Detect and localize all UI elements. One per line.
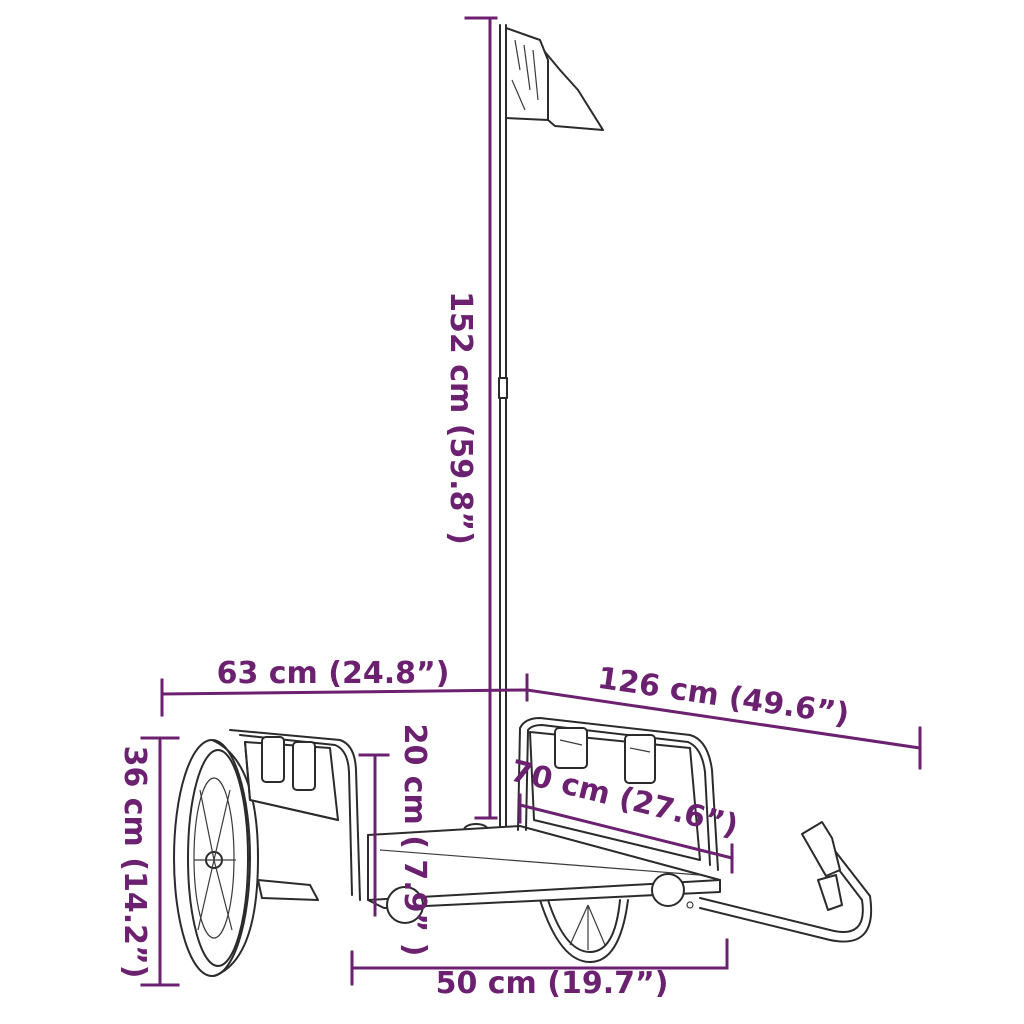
width-label: 63 cm (24.8”)	[217, 656, 450, 691]
height-label: 36 cm (14.2”)	[117, 746, 152, 979]
inner-width-dimension-line	[350, 938, 729, 986]
dimension-lines	[140, 16, 922, 987]
front-casters	[386, 873, 685, 924]
right-side-panel	[517, 717, 719, 871]
tow-bar	[686, 821, 873, 943]
side-height-label: 20 cm ( 7.9” )	[397, 724, 432, 957]
cargo-floor	[367, 825, 721, 909]
inner-length-dimension-line	[518, 793, 734, 874]
side-height-dimension-line	[358, 753, 390, 917]
inner-width-label: 50 cm (19.7”)	[436, 966, 669, 1001]
left-wheel	[173, 739, 259, 977]
left-side-panel	[229, 729, 361, 901]
width-dimension-line	[160, 678, 527, 717]
flag-height-label: 152 cm (59.8”)	[443, 291, 478, 545]
length-label: 126 cm (49.6”)	[595, 661, 851, 733]
flag	[505, 27, 604, 131]
right-wheel	[539, 899, 629, 963]
height-dimension-line	[140, 736, 180, 987]
flag-height-dimension-line	[464, 16, 498, 820]
bike-trailer-illustration	[173, 24, 873, 977]
length-dimension-line	[525, 673, 922, 770]
